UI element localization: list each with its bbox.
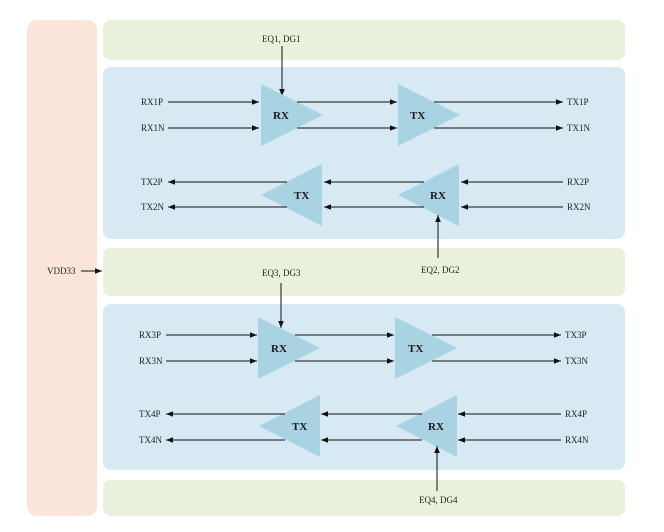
output-label-n: TX2N [141,202,164,212]
output-label-p: TX3P [565,330,587,340]
tx-amplifier [398,84,460,146]
control-label-bottom-1: EQ2, DG2 [421,265,460,275]
rx-amplifier [398,164,459,226]
tx-amplifier-label: TX [410,110,425,122]
rx-amplifier [261,84,323,146]
output-label-p: TX4P [139,409,161,419]
control-band-3 [103,480,625,516]
input-label-n: RX1N [141,123,165,133]
tx-amplifier [259,395,320,457]
rx-amplifier-label: RX [271,343,287,355]
rx-amplifier-label: RX [428,421,444,433]
vdd-supply-bar [27,20,97,516]
output-label-n: TX4N [139,435,162,445]
rx-amplifier-label: RX [273,110,289,122]
control-label-bottom-2: EQ4, DG4 [419,495,458,505]
control-label-top-2: EQ3, DG3 [262,268,301,278]
rx-amplifier [396,395,457,457]
input-label-p: RX3P [139,330,161,340]
lane-block-1 [103,67,625,239]
input-label-n: RX3N [139,356,163,366]
output-label-p: TX1P [567,97,589,107]
input-label-n: RX4N [565,435,589,445]
tx-amplifier-label: TX [294,190,309,202]
input-label-p: RX1P [141,97,163,107]
rx-amplifier [258,317,320,379]
vdd-label: VDD33 [47,266,76,276]
input-label-p: RX4P [565,409,587,419]
control-label-top-1: EQ1, DG1 [262,34,301,44]
output-label-n: TX3N [565,356,588,366]
tx-amplifier-label: TX [292,421,307,433]
output-label-n: TX1N [567,123,590,133]
output-label-p: TX2P [141,177,163,187]
tx-amplifier [261,164,322,226]
input-label-n: RX2N [567,202,591,212]
rx-amplifier-label: RX [430,190,446,202]
control-band-1 [103,20,625,60]
tx-amplifier-label: TX [408,343,423,355]
input-label-p: RX2P [567,177,589,187]
tx-amplifier [395,317,457,379]
lane-block-2 [103,304,625,470]
control-band-2 [103,248,625,296]
